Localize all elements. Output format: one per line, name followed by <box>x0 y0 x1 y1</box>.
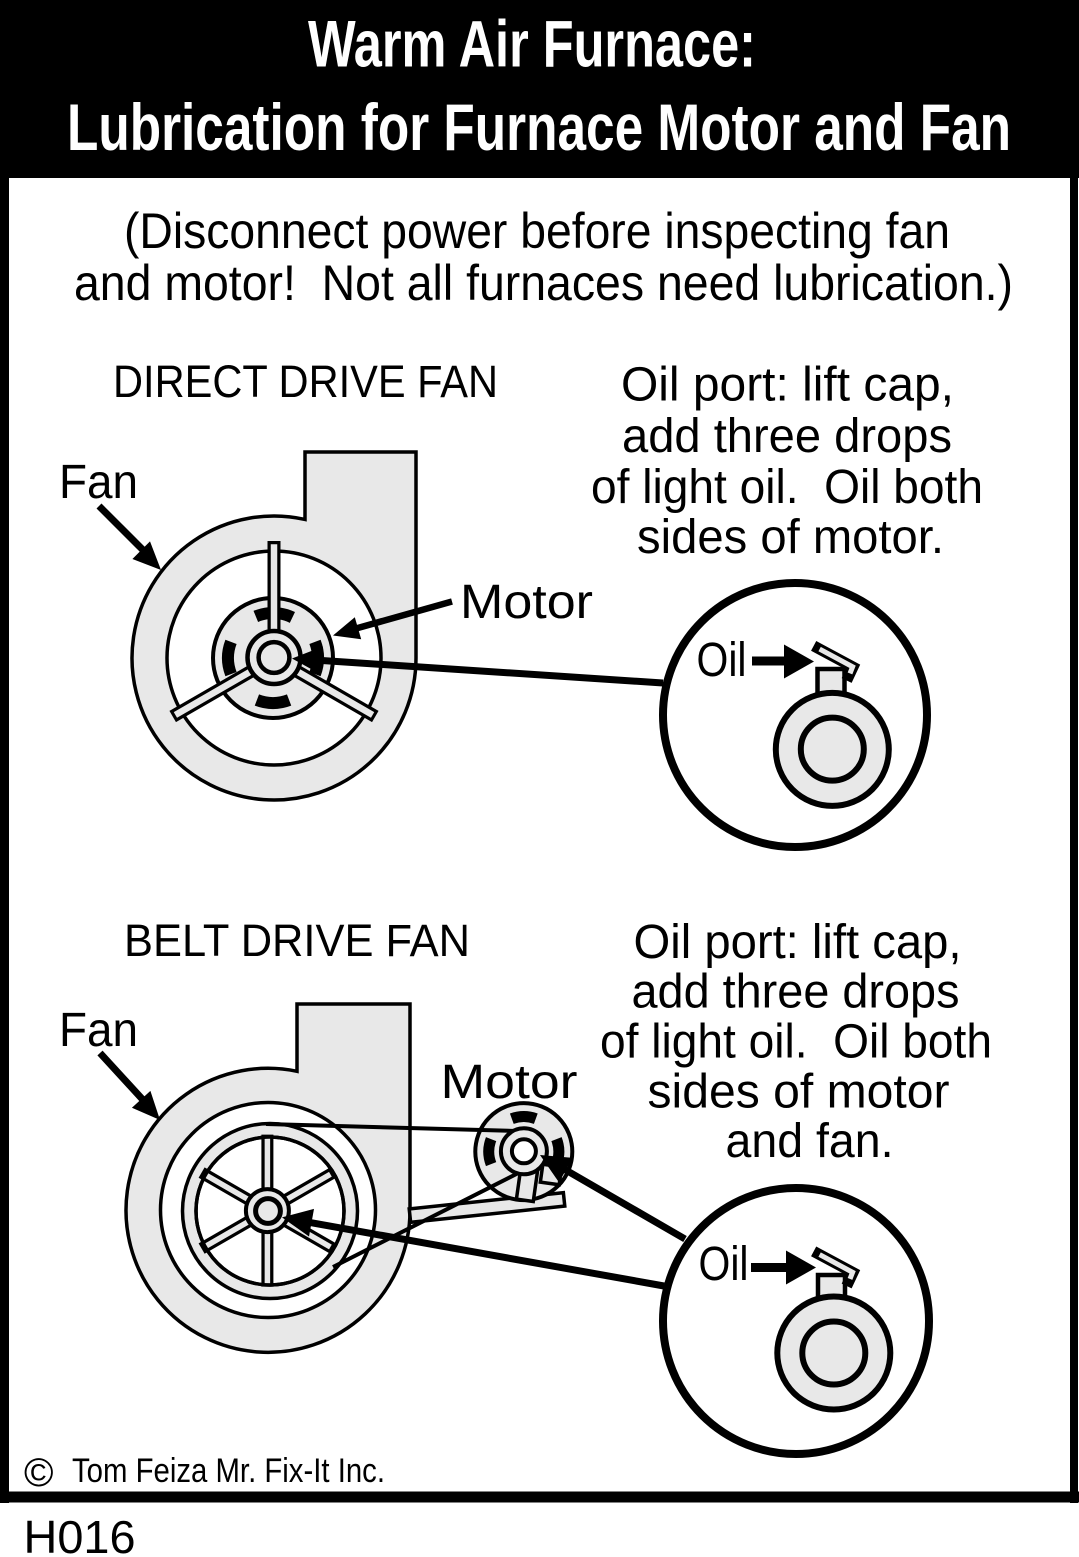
svg-text:(Disconnect power before inspe: (Disconnect power before inspecting fan <box>124 203 950 259</box>
svg-text:Fan: Fan <box>59 1004 138 1057</box>
svg-text:Oil port: lift cap,: Oil port: lift cap, <box>634 916 962 969</box>
svg-text:Tom Feiza Mr. Fix-It Inc.: Tom Feiza Mr. Fix-It Inc. <box>72 1452 385 1490</box>
svg-text:Motor: Motor <box>441 1056 578 1109</box>
svg-text:Fan: Fan <box>59 456 138 509</box>
svg-text:BELT DRIVE FAN: BELT DRIVE FAN <box>124 915 470 966</box>
svg-text:Oil: Oil <box>699 1238 749 1291</box>
svg-text:add three drops: add three drops <box>622 410 952 463</box>
svg-text:Motor: Motor <box>460 576 593 629</box>
svg-text:of light oil. Oil both: of light oil. Oil both <box>600 1016 992 1069</box>
svg-text:add three drops: add three drops <box>632 966 960 1019</box>
svg-text:Lubrication for Furnace Motor: Lubrication for Furnace Motor and Fan <box>67 90 1011 164</box>
svg-text:and fan.: and fan. <box>726 1115 894 1168</box>
svg-text:DIRECT DRIVE FAN: DIRECT DRIVE FAN <box>113 356 498 407</box>
svg-text:sides of motor: sides of motor <box>648 1065 950 1118</box>
svg-text:Oil: Oil <box>697 634 747 687</box>
svg-text:©: © <box>24 1451 53 1495</box>
svg-text:sides of motor.: sides of motor. <box>637 511 944 564</box>
svg-text:Warm Air Furnace:: Warm Air Furnace: <box>308 7 756 81</box>
svg-text:and motor! Not all furnaces n: and motor! Not all furnaces need lubrica… <box>74 255 1013 311</box>
svg-text:H016: H016 <box>24 1511 136 1557</box>
svg-text:of light oil. Oil both: of light oil. Oil both <box>591 461 983 514</box>
svg-text:Oil port: lift cap,: Oil port: lift cap, <box>621 359 954 412</box>
